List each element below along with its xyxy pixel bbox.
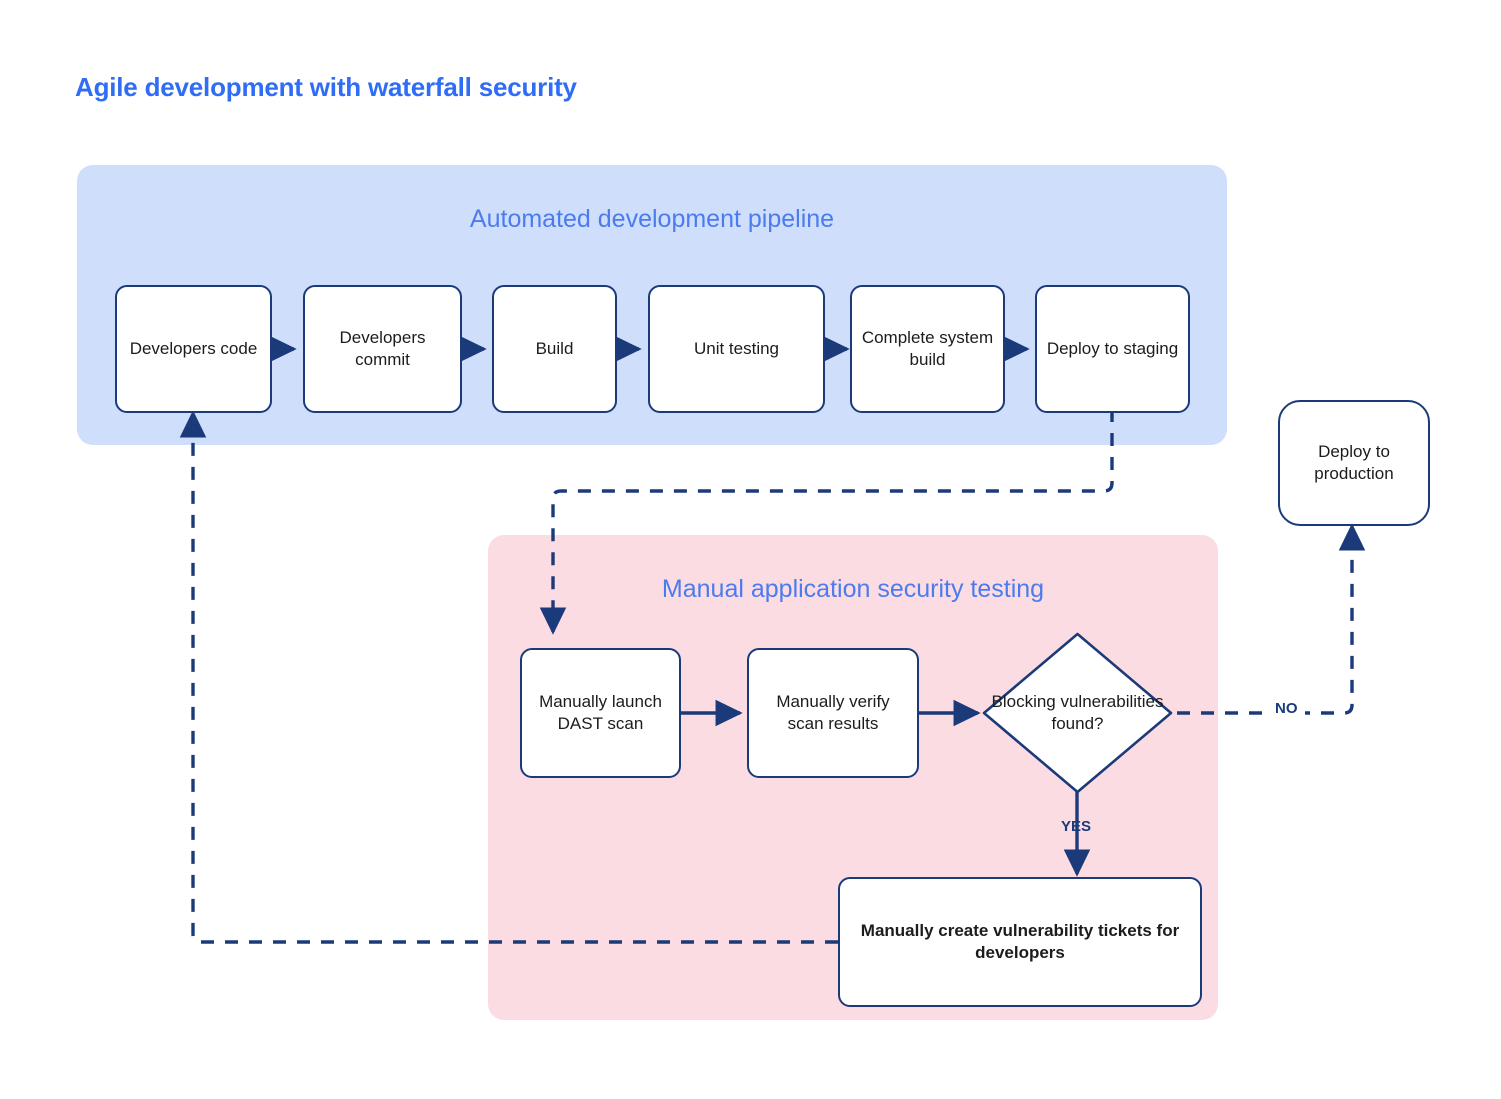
panel-heading-pipeline: Automated development pipeline	[469, 205, 835, 233]
node-deploy-to-production[interactable]: Deploy to production	[1278, 400, 1430, 526]
node-developers-code[interactable]: Developers code	[115, 285, 272, 413]
edge-label-yes: YES	[1061, 818, 1092, 835]
node-manually-launch-dast-scan[interactable]: Manually launch DAST scan	[520, 648, 681, 778]
node-build[interactable]: Build	[492, 285, 617, 413]
node-deploy-to-staging[interactable]: Deploy to staging	[1035, 285, 1190, 413]
node-manually-verify-scan-results[interactable]: Manually verify scan results	[747, 648, 919, 778]
edge-label-no: NO	[1268, 700, 1305, 717]
node-complete-system-build[interactable]: Complete system build	[850, 285, 1005, 413]
node-unit-testing[interactable]: Unit testing	[648, 285, 825, 413]
node-manually-create-vulnerability-tickets[interactable]: Manually create vulnerability tickets fo…	[838, 877, 1202, 1007]
node-developers-commit[interactable]: Developers commit	[303, 285, 462, 413]
panel-heading-security: Manual application security testing	[661, 575, 1045, 603]
diamond-shape	[982, 632, 1173, 794]
page-title: Agile development with waterfall securit…	[75, 72, 577, 102]
node-blocking-vulnerabilities-found[interactable]: Blocking vulnerabilities found?	[978, 628, 1177, 798]
